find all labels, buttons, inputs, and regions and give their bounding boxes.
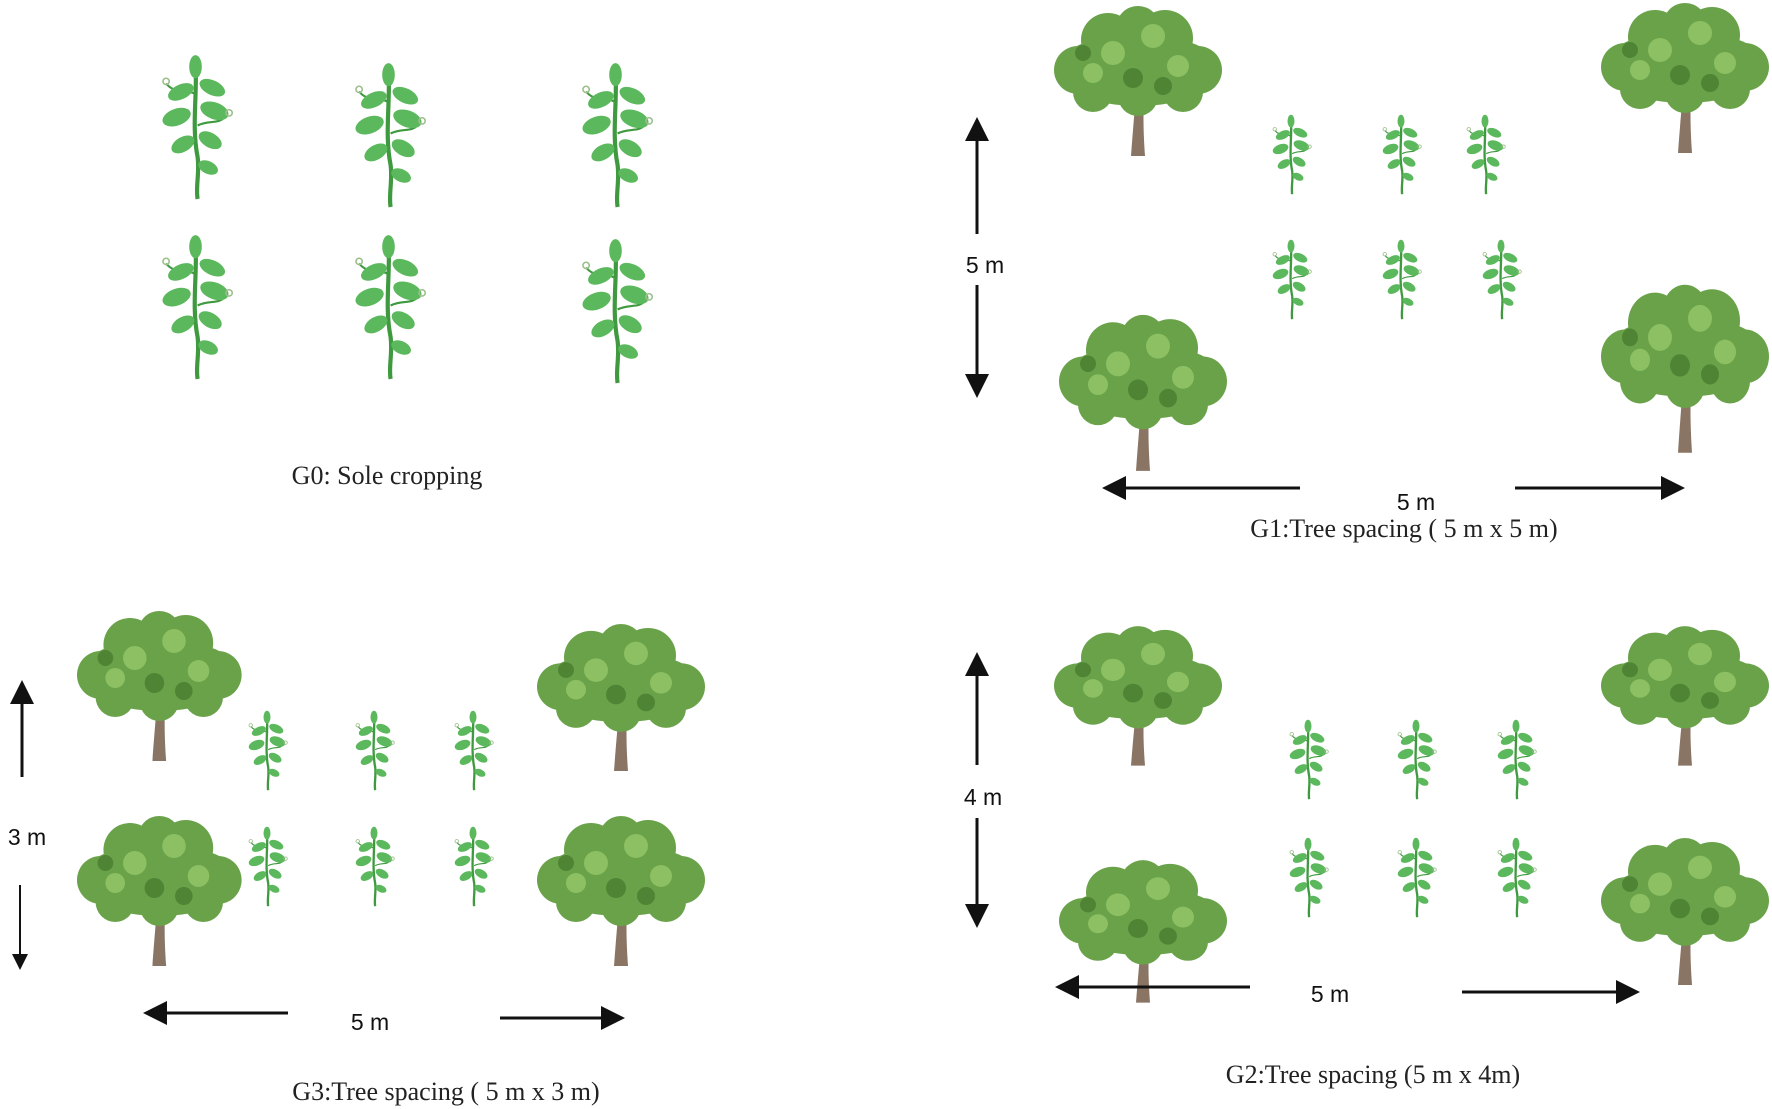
pea-plant-icon [1495,836,1538,919]
caption-g0: G0: Sole cropping [292,461,483,490]
pea-plant-icon [353,825,396,908]
tree-icon [1599,283,1771,455]
horizontal-dimension-label: 5 m [1311,981,1349,1007]
caption-g3: G3:Tree spacing ( 5 m x 3 m) [292,1077,599,1106]
tree-icon [1057,858,1229,1005]
panel-g0: G0: Sole cropping [160,55,652,490]
caption-g2: G2:Tree spacing (5 m x 4m) [1226,1060,1520,1089]
tree-icon [75,609,244,763]
tree-icon [1599,624,1771,768]
tree-icon [535,622,707,773]
horizontal-dimension-arrow [1055,975,1640,1004]
pea-plant-icon [160,235,232,379]
pea-plant-icon [246,825,289,908]
pea-plant-icon [452,825,495,908]
pea-plant-icon [353,63,425,207]
pea-plant-icon [580,239,652,383]
tree-icon [1057,313,1229,473]
horizontal-dimension-label: 5 m [351,1009,389,1035]
pea-plant-icon [1495,718,1538,801]
pea-plant-icon [1480,238,1523,321]
tree-icon [535,814,707,968]
pea-plant-icon [353,709,396,792]
tree-icon [1052,4,1224,158]
pea-plant-icon [452,709,495,792]
pea-plant-icon [160,55,232,199]
caption-g1: G1:Tree spacing ( 5 m x 5 m) [1250,514,1557,543]
vertical-dimension-label: 4 m [964,784,1002,810]
pea-plant-icon [246,709,289,792]
pea-plant-icon [1395,836,1438,919]
tree-icon [1599,1,1771,155]
pea-plant-icon [1287,836,1330,919]
panel-g3: 3 m 5 m G3:Tree spacing ( 5 m x 3 m) [8,609,707,1106]
pea-plant-icon [1287,718,1330,801]
panel-g1: 5 m 5 m G1:Tree spacing ( 5 m x 5 m) [965,1,1771,543]
tree-icon [1052,624,1224,768]
pea-plant-icon [1395,718,1438,801]
tree-icon [75,814,244,968]
pea-plant-icon [1464,113,1507,196]
pea-plant-icon [1270,113,1313,196]
vertical-dimension-arrow [9,680,34,970]
horizontal-dimension-arrow [143,1001,625,1030]
pea-plant-icon [580,63,652,207]
pea-plant-icon [1380,238,1423,321]
horizontal-dimension-label: 5 m [1397,489,1435,515]
pea-plant-icon [1270,238,1313,321]
pea-plant-icon [1380,113,1423,196]
vertical-dimension-label: 5 m [966,252,1004,278]
vertical-dimension-label: 3 m [8,824,46,850]
tree-icon [1599,836,1771,987]
pea-plant-icon [353,235,425,379]
panel-g2: 4 m 5 m G2:Tree spacing (5 m x 4m) [964,624,1771,1089]
